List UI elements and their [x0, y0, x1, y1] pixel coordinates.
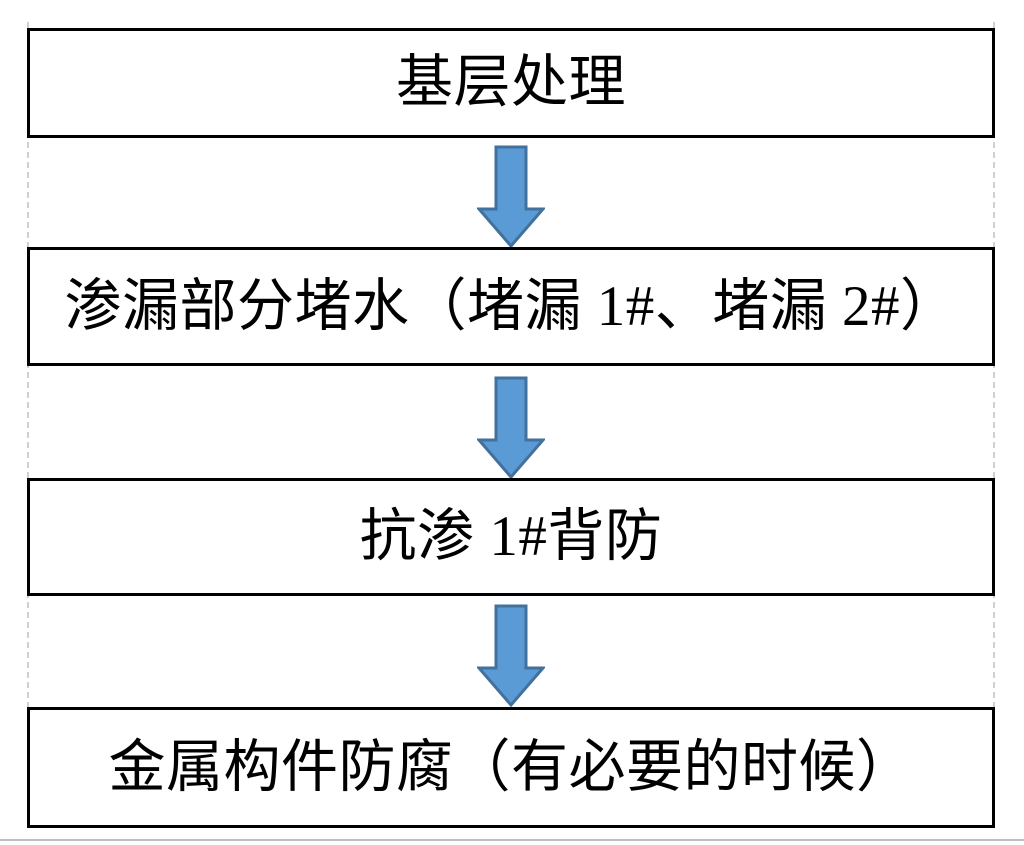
- flow-step-box-1[interactable]: 基层处理: [27, 28, 995, 138]
- flow-step-label-3: 抗渗 1#背防: [359, 505, 663, 569]
- flow-step-box-3[interactable]: 抗渗 1#背防: [27, 478, 995, 596]
- flowchart-container: [27, 22, 995, 828]
- flow-step-label-1: 基层处理: [396, 51, 626, 115]
- flow-step-label-2: 渗漏部分堵水（堵漏 1#、堵漏 2#）: [64, 274, 958, 338]
- arrow-down-icon: [477, 145, 545, 249]
- arrow-down-icon: [477, 604, 545, 708]
- flow-step-box-4[interactable]: 金属构件防腐（有必要的时候）: [27, 707, 995, 828]
- page-bottom-rule: [0, 839, 1024, 841]
- flow-step-label-4: 金属构件防腐（有必要的时候）: [108, 735, 914, 799]
- flow-step-box-2[interactable]: 渗漏部分堵水（堵漏 1#、堵漏 2#）: [27, 247, 995, 366]
- arrow-down-icon: [477, 376, 545, 480]
